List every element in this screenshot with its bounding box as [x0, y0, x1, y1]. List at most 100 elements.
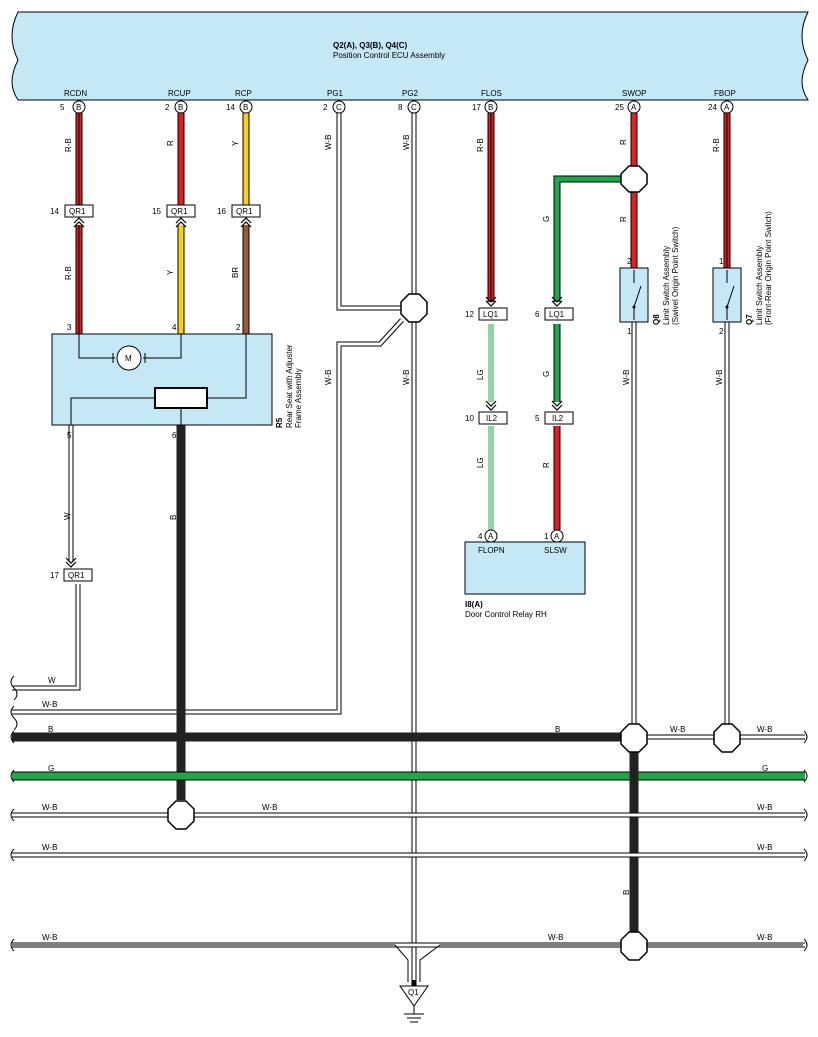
svg-text:4: 4 [172, 323, 177, 332]
svg-text:LG: LG [476, 369, 485, 380]
terminal-name: PG2 [402, 89, 419, 98]
svg-text:W-B: W-B [324, 370, 333, 385]
door-control-relay: A 4 A 1 FLOPN SLSW I8(A) Door Control Re… [464, 529, 586, 619]
wires [12, 113, 805, 986]
svg-text:QR1: QR1 [171, 207, 188, 216]
conn-letter: B [76, 103, 81, 112]
motor-icon [116, 345, 142, 371]
svg-text:IL2: IL2 [486, 414, 498, 423]
terminal-name: RCUP [168, 89, 191, 98]
svg-text:6: 6 [535, 310, 540, 319]
svg-text:W-B: W-B [670, 725, 685, 734]
svg-text:QR1: QR1 [236, 207, 253, 216]
conn-letter: B [178, 103, 183, 112]
svg-text:R: R [542, 462, 551, 468]
conn-letter: C [336, 103, 342, 112]
pin-number: 25 [615, 103, 624, 112]
svg-text:R: R [619, 216, 628, 222]
terminal-name: RCDN [64, 89, 87, 98]
relay-term-right: SLSW [544, 546, 567, 555]
svg-text:W: W [48, 676, 56, 685]
svg-text:(Front-Rear Origin Point Switc: (Front-Rear Origin Point Switch) [764, 211, 773, 325]
svg-text:Q7: Q7 [745, 314, 754, 325]
terminal-name: PG1 [327, 89, 344, 98]
svg-text:BR: BR [231, 267, 240, 278]
svg-text:14: 14 [50, 207, 59, 216]
pin-number: 2 [165, 103, 170, 112]
connector-qr1: QR1 16 [217, 204, 261, 228]
svg-text:W-B: W-B [757, 803, 772, 812]
svg-text:B: B [622, 890, 631, 895]
wire-break-marks [10, 675, 808, 952]
svg-text:5: 5 [67, 431, 72, 440]
position-sensor-icon [154, 387, 208, 409]
svg-text:12: 12 [465, 310, 474, 319]
svg-text:IL2: IL2 [552, 414, 564, 423]
terminal-name: SWOP [622, 89, 646, 98]
svg-text:R-B: R-B [712, 138, 721, 152]
svg-text:R-B: R-B [64, 138, 73, 152]
svg-text:QR1: QR1 [69, 207, 86, 216]
svg-text:5: 5 [535, 414, 540, 423]
svg-text:1: 1 [544, 532, 549, 541]
rear-seat-assembly: M 3 4 2 5 6 R5 Rear Seat with Adjuster F… [51, 323, 303, 440]
ground-q1: Q1 [399, 985, 429, 1023]
svg-text:(Swivel Origin Point Switch): (Swivel Origin Point Switch) [671, 226, 680, 325]
junction-node [620, 165, 648, 193]
svg-text:W-B: W-B [402, 135, 411, 150]
seat-code: R5 [275, 417, 284, 428]
connector-qr1: QR1 17 [50, 557, 93, 582]
svg-text:W-B: W-B [757, 725, 772, 734]
svg-text:R: R [166, 140, 175, 146]
wire-labels: R-B R-B R Y Y BR W-B W-B W-B W-B R-B G L… [63, 135, 724, 895]
relay-name: Door Control Relay RH [465, 610, 547, 619]
pin-number: 17 [472, 103, 481, 112]
relay-code: I8(A) [465, 600, 483, 609]
svg-text:A: A [554, 532, 560, 541]
svg-text:G: G [542, 371, 551, 377]
svg-text:2: 2 [719, 327, 724, 336]
svg-text:B: B [555, 725, 560, 734]
svg-text:R: R [619, 139, 628, 145]
svg-text:W-B: W-B [42, 803, 57, 812]
svg-text:W-B: W-B [324, 135, 333, 150]
conn-letter: B [488, 103, 493, 112]
junction-node [713, 723, 741, 753]
svg-text:Q8: Q8 [652, 314, 661, 325]
svg-text:W-B: W-B [42, 700, 57, 709]
pin-number: 8 [398, 103, 403, 112]
svg-text:G: G [542, 216, 551, 222]
svg-text:W-B: W-B [622, 370, 631, 385]
svg-text:16: 16 [217, 207, 226, 216]
svg-text:LQ1: LQ1 [549, 310, 565, 319]
bus-labels: W W-B B B G G W-B W-B W-B W-B W-B W-B W-… [42, 676, 772, 942]
connector-qr1: QR1 15 [152, 204, 196, 228]
pin-number: 2 [323, 103, 328, 112]
ecu-name: Position Control ECU Assembly [333, 51, 445, 60]
svg-text:Y: Y [231, 140, 240, 146]
seat-name-1: Rear Seat with Adjuster [285, 344, 294, 428]
svg-text:G: G [48, 764, 54, 773]
junction-node [400, 293, 428, 323]
junction-node [620, 723, 648, 753]
pin-number: 14 [226, 103, 235, 112]
svg-text:G: G [762, 764, 768, 773]
svg-text:10: 10 [465, 414, 474, 423]
svg-text:17: 17 [50, 571, 59, 580]
svg-text:3: 3 [67, 323, 72, 332]
svg-text:W-B: W-B [715, 370, 724, 385]
svg-text:1: 1 [719, 257, 724, 266]
pin-number: 24 [708, 103, 717, 112]
inline-connectors: QR1 14 QR1 15 QR1 16 QR1 17 LQ1 [50, 204, 574, 582]
svg-text:R-B: R-B [476, 138, 485, 152]
limit-switch-q7: 1 2 Q7 Limit Switch Assembly (Front-Rear… [712, 211, 773, 336]
svg-text:2: 2 [627, 257, 632, 266]
connector-il2: IL2 5 [535, 400, 574, 425]
svg-text:15: 15 [152, 207, 161, 216]
svg-text:W-B: W-B [42, 843, 57, 852]
svg-text:W: W [63, 512, 72, 520]
connector-qr1: QR1 14 [50, 204, 94, 228]
ecu-terminals: RCDN RCUP RCP PG1 PG2 FLOS SWOP FBOP [64, 89, 736, 98]
svg-text:Limit Switch Assembly: Limit Switch Assembly [755, 246, 764, 325]
